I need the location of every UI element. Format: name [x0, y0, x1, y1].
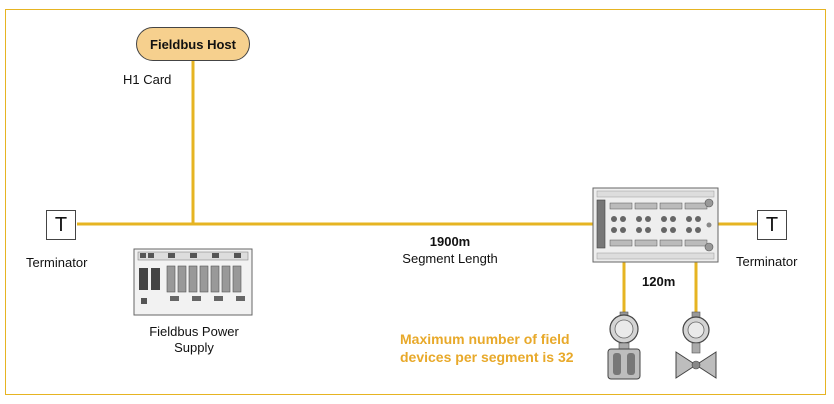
- max-devices-note-line1: Maximum number of field: [400, 331, 570, 347]
- terminator-right-symbol: T: [765, 213, 779, 236]
- terminator-left: T: [46, 210, 76, 240]
- terminator-right: T: [757, 210, 787, 240]
- max-devices-note-line2: devices per segment is 32: [400, 349, 574, 365]
- power-supply-icon: [133, 248, 253, 316]
- max-devices-note: Maximum number of field devices per segm…: [400, 330, 600, 366]
- segment-length-label: Segment Length: [402, 251, 498, 266]
- terminator-left-symbol: T: [54, 213, 68, 236]
- junction-block-icon: [592, 187, 719, 263]
- diagram-frame: [5, 9, 826, 395]
- power-supply-label-line1: Fieldbus Power: [149, 324, 239, 339]
- fieldbus-host-node: Fieldbus Host: [136, 27, 250, 61]
- terminator-left-label: Terminator: [26, 255, 88, 270]
- segment-length-value: 1900m: [429, 234, 471, 249]
- pressure-transmitter-icon: [607, 311, 641, 380]
- control-valve-icon: [675, 311, 717, 379]
- h1-card-label: H1 Card: [123, 72, 172, 87]
- spur-length-value: 120m: [642, 274, 676, 289]
- fieldbus-host-label: Fieldbus Host: [150, 36, 236, 52]
- power-supply-label-line2: Supply: [174, 340, 214, 355]
- terminator-right-label: Terminator: [736, 254, 798, 269]
